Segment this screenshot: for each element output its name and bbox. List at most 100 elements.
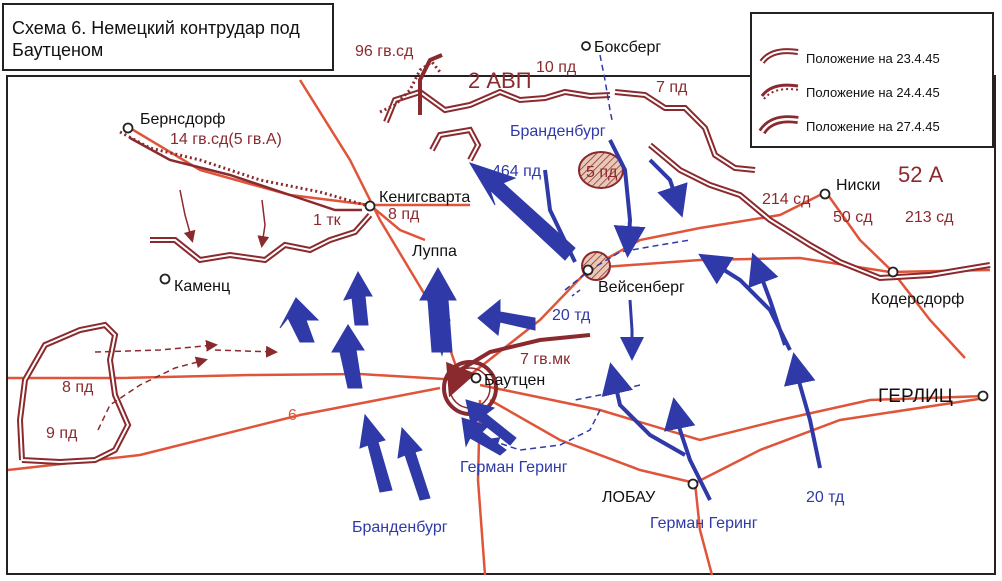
unit-label-2avp: 2 АВП	[468, 68, 532, 93]
unit-label-hg-center: Герман Геринг	[460, 459, 568, 476]
unit-label-8pd-west: 8 пд	[62, 379, 94, 396]
arrow-20td-east-2	[698, 253, 792, 351]
arrow-west-luppa-2	[429, 293, 451, 357]
soviet-positions	[16, 53, 991, 466]
unit-label-8pd-north: 8 пд	[388, 206, 420, 223]
road-lobau-goerlitz	[694, 396, 986, 485]
arrow-west-2	[331, 324, 365, 389]
town-label-lobau: ЛОБАУ	[602, 489, 656, 506]
road-koenigswartha-luppa	[369, 204, 426, 242]
road-weissenberg-east	[589, 256, 991, 274]
arrow-464pd-line	[543, 169, 577, 263]
position-line-center	[429, 126, 482, 162]
town-label-bernsdorf: Бернсдорф	[140, 111, 225, 128]
town-marker-kamenz	[159, 273, 171, 285]
position-line-northeast	[614, 89, 756, 173]
arrow-weissenberg-south	[620, 299, 644, 361]
map-title-line2: Баутценом	[12, 40, 104, 60]
legend-label-24-4: Положение на 24.4.45	[806, 85, 940, 100]
unit-label-10pd: 10 пд	[536, 59, 577, 76]
town-marker-bernsdorf	[122, 122, 134, 134]
town-label-kodersdorf: Кодерсдорф	[871, 291, 964, 308]
unit-label-20td-east: 20 тд	[806, 489, 845, 506]
legend-symbol-double-line	[759, 48, 799, 64]
legend-item-27-4: Положение на 27.4.45	[756, 112, 992, 138]
unit-label-52a: 52 А	[898, 162, 944, 187]
arrow-hg-east-2	[601, 362, 686, 457]
town-marker-niesky	[819, 188, 831, 200]
town-marker-koenigswartha	[364, 200, 376, 212]
map-frame	[6, 75, 996, 575]
town-label-boxberg: Боксберг	[594, 39, 661, 56]
unit-label-14gv: 14 гв.сд(5 гв.А)	[170, 131, 282, 148]
soviet-movements	[94, 189, 591, 431]
town-label-goerlitz: ГЕРЛИЦ	[878, 386, 953, 407]
town-marker-bautzen	[470, 372, 482, 384]
town-markers	[122, 41, 989, 490]
arrow-brandenburg-n-2	[648, 158, 688, 218]
town-label-koenigswartha: Кенигсварта	[379, 189, 470, 206]
town-marker-goerlitz	[977, 390, 989, 402]
arrow-brandenburg-s-2	[397, 426, 431, 501]
arrow-brandenburg-s-1	[359, 413, 393, 493]
arrow-west-3	[279, 297, 320, 343]
road-lobau-south	[693, 482, 714, 576]
town-label-luppa: Луппа	[412, 243, 457, 260]
arrow-hg-bautzen-2	[461, 417, 507, 456]
unit-label-214sd: 214 сд	[762, 191, 811, 208]
arrow-boxberg-dashed	[599, 54, 613, 121]
arrow-hg-bautzen-1	[465, 399, 517, 446]
legend-label-27-4: Положение на 27.4.45	[806, 119, 940, 134]
legend-item-24-4: Положение на 24.4.45	[756, 78, 992, 104]
unit-label-20td-center: 20 тд	[552, 307, 591, 324]
unit-label-1tk: 1 тк	[313, 212, 342, 229]
unit-label-brandenburg-north: Бранденбург	[510, 123, 606, 140]
road-bautzen-east	[479, 383, 986, 442]
unit-label-213sd: 213 сд	[905, 209, 954, 226]
german-movements	[279, 54, 822, 501]
arrow-20td-dashed	[571, 289, 581, 297]
arrow-14gv-a	[179, 189, 196, 243]
arrow-8pd-west-b	[214, 345, 278, 358]
legend-item-23-4: Положение на 23.4.45	[756, 44, 992, 70]
unit-label-5pd: 5 пд	[586, 164, 618, 181]
town-label-niesky: Ниски	[836, 177, 880, 194]
arrow-weissenberg-arc	[564, 239, 691, 291]
arrow-west-1	[343, 270, 373, 326]
unit-label-50sd: 50 сд	[833, 209, 873, 226]
town-label-weissenberg: Вейсенберг	[598, 279, 685, 296]
road-label-6: 6	[288, 407, 297, 424]
arrow-8pd-west	[94, 339, 218, 353]
arrow-14gv-b	[257, 199, 270, 248]
town-marker-weissenberg	[582, 264, 594, 276]
unit-label-464pd: 464 пд	[492, 163, 542, 180]
town-marker-kodersdorf	[887, 266, 899, 278]
legend-symbol-heavy-double-line	[758, 115, 799, 135]
town-marker-lobau	[687, 478, 699, 490]
arrow-20td-east-3	[748, 252, 787, 346]
arrow-9pd	[97, 356, 208, 431]
legend-label-23-4: Положение на 23.4.45	[806, 51, 940, 66]
town-label-kamenz: Каменц	[174, 278, 230, 295]
map-title: Схема 6. Немецкий контрудар под Баутцено…	[2, 3, 334, 71]
map-title-line1: Схема 6. Немецкий контрудар под	[12, 18, 300, 38]
unit-label-brandenburg-south: Бранденбург	[352, 519, 448, 536]
legend-symbol-dotted-line	[760, 83, 801, 100]
unit-label-7pd: 7 пд	[656, 79, 688, 96]
town-label-bautzen: Баутцен	[484, 372, 545, 389]
road-bautzen-southeast	[489, 398, 696, 485]
arrow-20td-north	[477, 298, 536, 336]
unit-label-96gv: 96 гв.сд	[355, 43, 414, 60]
unit-label-9pd: 9 пд	[46, 425, 78, 442]
unit-label-7gvmk: 7 гв.мк	[520, 351, 571, 368]
arrow-hg-dashed	[487, 409, 601, 451]
arrow-hg-east-1	[664, 397, 712, 501]
map-legend: Положение на 23.4.45 Положение на 24.4.4…	[750, 12, 994, 148]
arrow-brandenburg-n-1	[608, 139, 646, 258]
arrow-20td-east-1	[784, 352, 822, 469]
road-bautzen-west	[8, 372, 461, 382]
town-marker-boxberg	[581, 41, 591, 51]
arrow-7gvmk	[446, 333, 591, 398]
position-line-96gv	[379, 59, 442, 114]
